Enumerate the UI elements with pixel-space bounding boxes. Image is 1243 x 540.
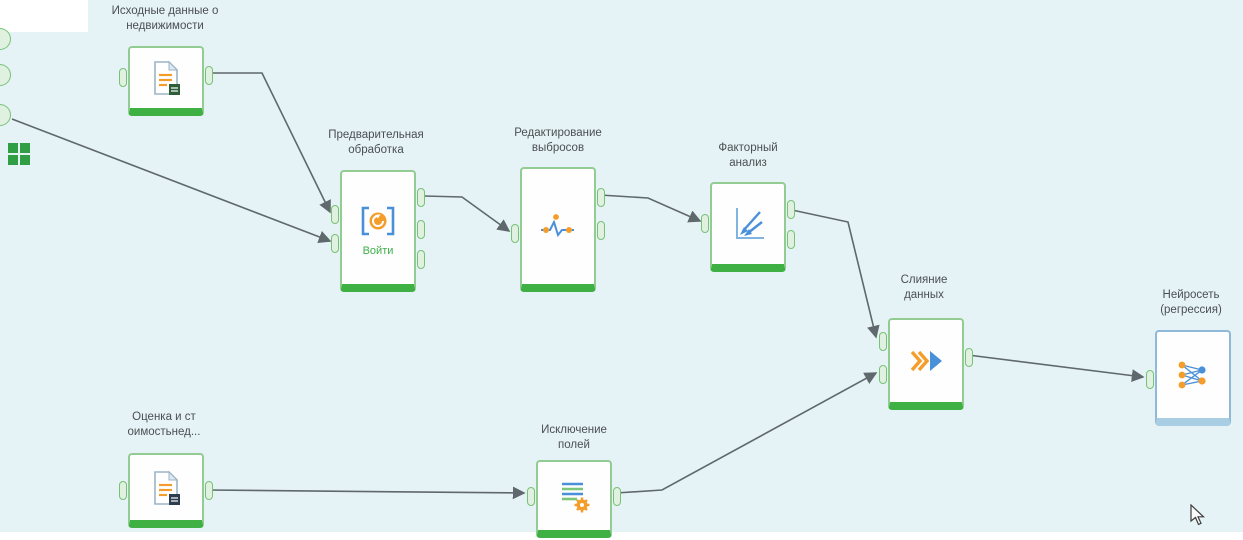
connection-preprocess-outliers [423,195,511,232]
output-port[interactable] [787,230,795,249]
outliers-icon [541,212,574,237]
node-merge-label: Слияние данных [900,274,948,302]
node-outliers-label: Редактирование выбросов [514,127,602,155]
node-source-data[interactable] [119,46,213,116]
merge-icon [910,350,942,372]
page-background-bottom [0,532,1243,540]
node-estimate-data[interactable] [119,453,213,528]
factor-analysis-icon [736,208,764,239]
output-port[interactable] [613,487,621,506]
neural-network-icon [1178,361,1206,389]
connection-canvasleft-preprocess [11,118,332,243]
output-port[interactable] [787,200,795,219]
output-port[interactable] [205,66,213,85]
node-exclude-label: Исключение полей [541,424,607,452]
connection-exclude-merge [615,372,878,494]
grid-icon [20,155,30,165]
output-port[interactable] [597,188,605,207]
input-port[interactable] [331,205,339,224]
node-estimate-label: Оценка и ст оимостьнед... [127,411,201,439]
connection-factor-merge [791,209,880,339]
node-merge[interactable] [879,318,973,410]
node-outliers[interactable] [511,167,605,292]
input-port[interactable] [879,332,887,351]
input-port[interactable] [331,234,339,253]
node-exclude-fields[interactable] [527,460,621,538]
grid-icon [20,143,30,153]
node-preprocess[interactable]: Войти [331,170,425,292]
grid-icon [8,143,18,153]
input-port[interactable] [119,68,127,87]
document-import-icon [154,60,180,95]
node-source-label: Исходные данные о недвижимости [111,5,219,33]
node-preprocess-caption: Войти [362,245,394,257]
connection-merge-neural [967,354,1145,382]
node-neural-label: Нейросеть (регрессия) [1160,289,1222,317]
input-port[interactable] [511,224,519,243]
output-port[interactable] [417,250,425,269]
output-port[interactable] [597,221,605,240]
input-port[interactable] [879,365,887,384]
connection-source-preprocess [208,72,331,214]
output-port[interactable] [205,481,213,500]
output-port[interactable] [417,220,425,239]
document-import-icon [154,470,180,505]
node-factor-analysis[interactable] [701,182,795,272]
node-factor-label: Факторный анализ [718,142,778,170]
page-background-corner [0,0,88,32]
mouse-cursor [1190,504,1206,526]
input-port[interactable] [701,214,709,233]
connection-outliers-factor [599,194,702,223]
connection-estimate-exclude [207,486,526,500]
input-port[interactable] [1146,370,1154,389]
input-port[interactable] [527,487,535,506]
node-neural-network[interactable] [1146,330,1231,426]
preprocess-icon [361,206,395,236]
output-port[interactable] [417,188,425,207]
output-port[interactable] [965,348,973,367]
input-port[interactable] [119,481,127,500]
grid-icon [8,155,18,165]
node-preprocess-label: Предварительная обработка [328,129,424,157]
exclude-fields-icon [562,482,590,513]
